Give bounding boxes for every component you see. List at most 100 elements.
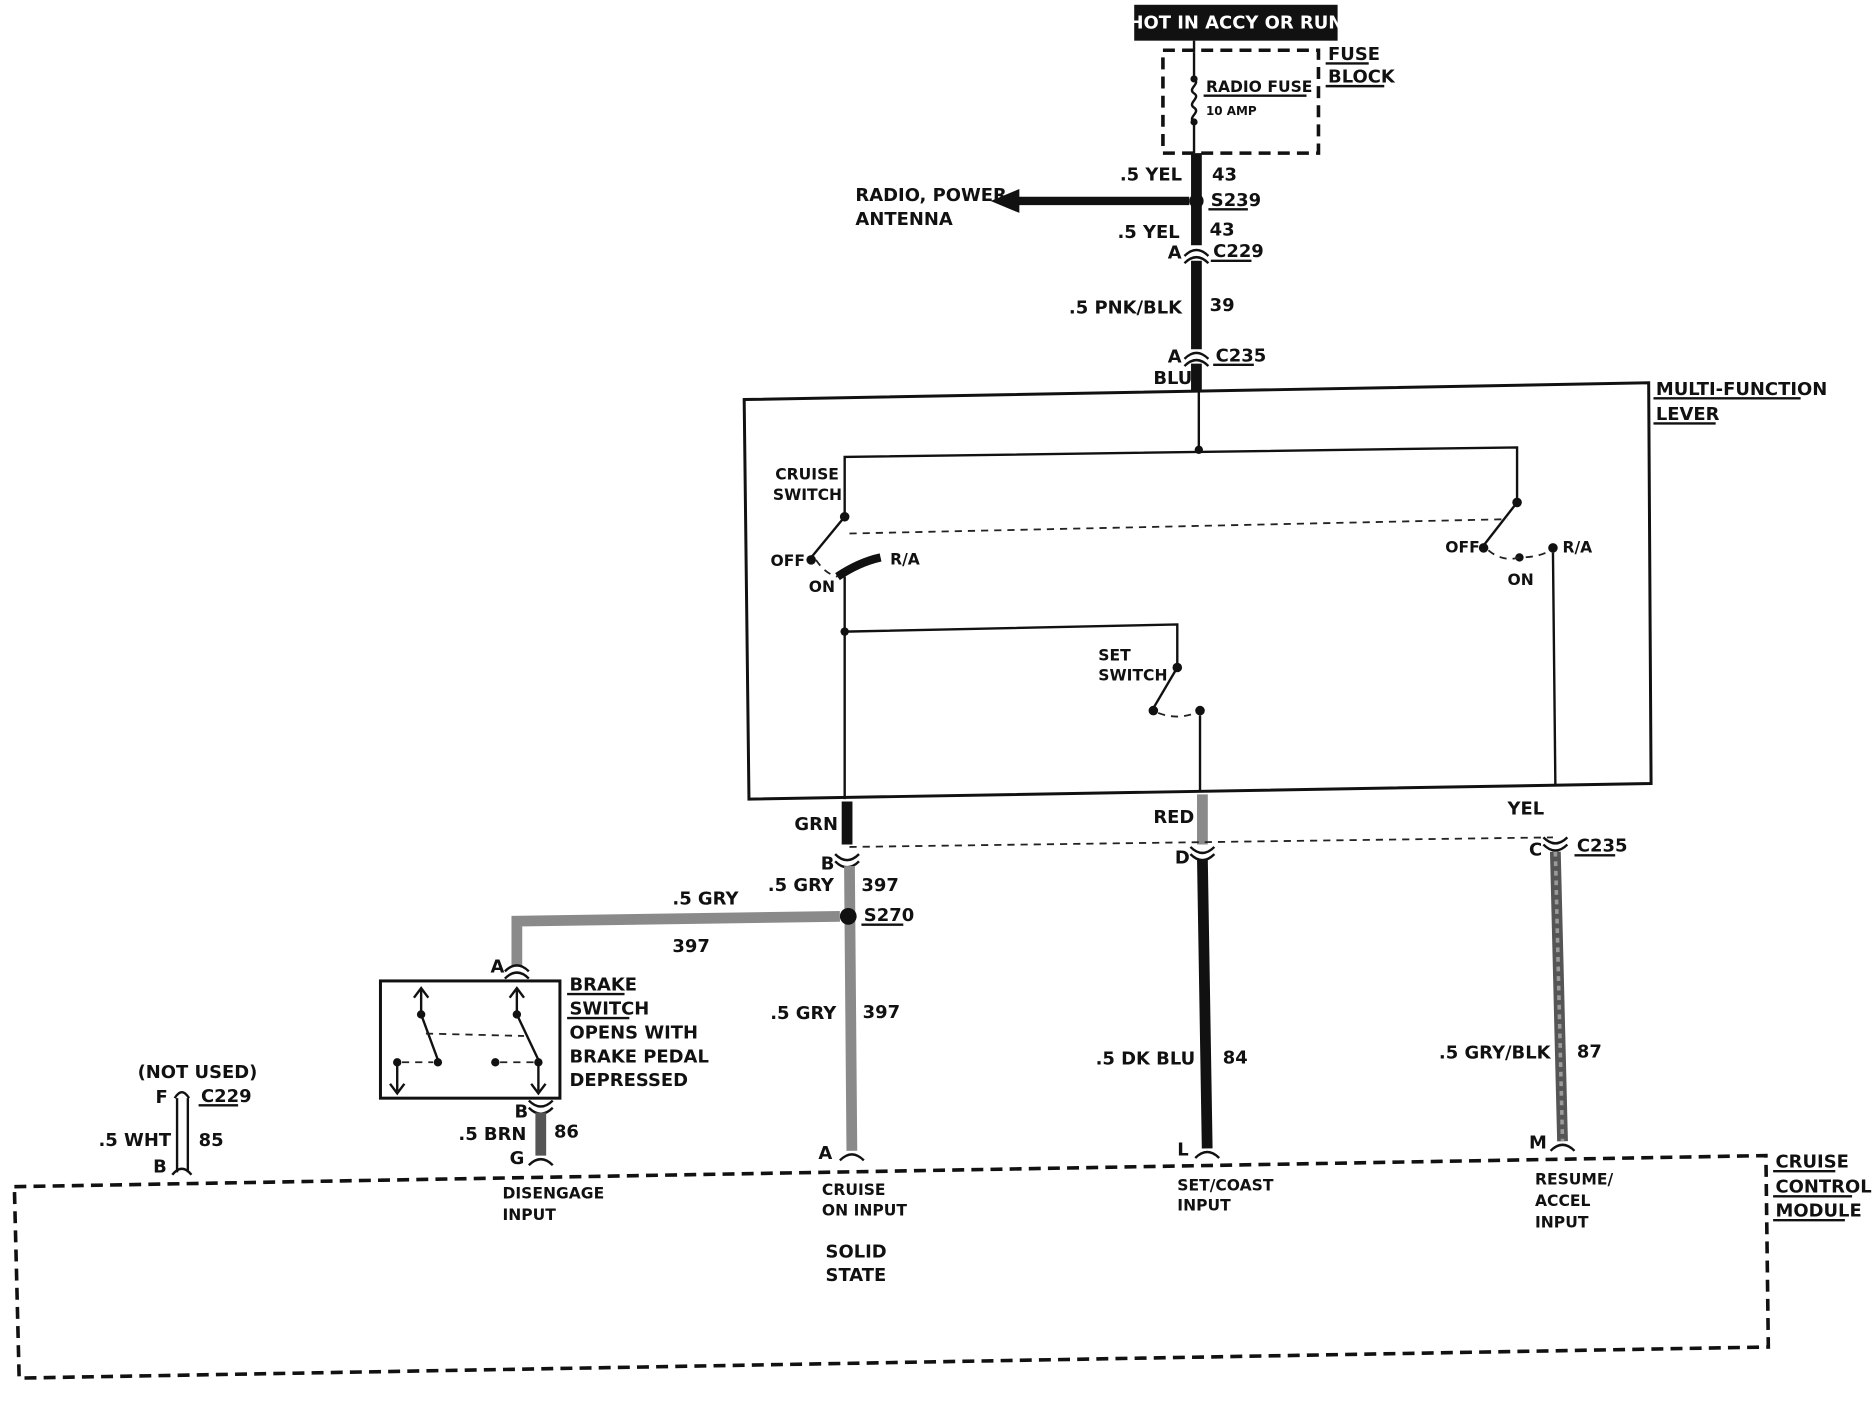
module-pin-g: G bbox=[510, 1148, 525, 1169]
connector-c229-note: (NOT USED) bbox=[138, 1062, 258, 1083]
set-switch-contact-a bbox=[1148, 705, 1159, 716]
cruise-switch-label-2: SWITCH bbox=[773, 486, 842, 504]
connector-c235-top-color: BLU bbox=[1153, 368, 1192, 389]
wire-397-branch-circuit: 397 bbox=[672, 936, 709, 957]
brake-right-blade bbox=[515, 1013, 540, 1061]
brake-switch-label-5: DEPRESSED bbox=[570, 1070, 689, 1091]
set-coast-label-2: INPUT bbox=[1177, 1197, 1231, 1215]
module-pin-g-icon bbox=[527, 1157, 554, 1167]
wire-87-tracer bbox=[1553, 851, 1565, 1142]
connector-c229-unused: (NOT USED) F C229 .5 WHT 85 B bbox=[99, 1062, 258, 1178]
fuse-terminal-top bbox=[1190, 75, 1198, 83]
disengage-label-1: DISENGAGE bbox=[503, 1185, 605, 1203]
power-label-box bbox=[1134, 4, 1338, 41]
disengage-label-2: INPUT bbox=[503, 1206, 557, 1224]
right-off-label: OFF bbox=[1445, 539, 1479, 557]
wire-84 bbox=[1197, 858, 1213, 1149]
fuse-icon bbox=[1190, 52, 1198, 154]
set-switch-detent bbox=[1157, 712, 1196, 718]
resume-label-1: RESUME/ bbox=[1535, 1170, 1614, 1188]
branch-label-1: RADIO, POWER bbox=[855, 185, 1007, 206]
brake-right-contact-2 bbox=[491, 1058, 500, 1067]
connector-d-pin: D bbox=[1175, 848, 1190, 869]
set-switch-label-1: SET bbox=[1098, 646, 1131, 664]
connector-c235-top-icon bbox=[1183, 351, 1210, 360]
brake-right-down-arrow-icon bbox=[530, 1083, 547, 1096]
set-switch-contact-b bbox=[1195, 705, 1205, 716]
module-pin-a-icon bbox=[839, 1153, 865, 1162]
cruise-switch-right-off-contact bbox=[1478, 543, 1489, 553]
wire-397-top-circuit: 397 bbox=[861, 875, 898, 896]
fuse-block-title-2: BLOCK bbox=[1328, 67, 1396, 88]
splice-s239-label: S239 bbox=[1211, 190, 1261, 211]
connector-c-color: YEL bbox=[1506, 799, 1544, 820]
brake-left-blade bbox=[420, 1014, 440, 1061]
brake-right-pivot bbox=[512, 1010, 522, 1019]
cruise-on-label-1: CRUISE bbox=[822, 1181, 886, 1199]
left-off-label: OFF bbox=[771, 552, 805, 570]
wire-86-circuit: 86 bbox=[554, 1122, 579, 1143]
brake-right-arrow-icon bbox=[508, 986, 525, 999]
connector-c229-top-icon-2 bbox=[1183, 256, 1210, 265]
wire-85-label: .5 WHT bbox=[99, 1130, 172, 1151]
module-outline bbox=[12, 1153, 1771, 1380]
wire-43a-label: .5 YEL bbox=[1120, 165, 1182, 186]
lever-title-1: MULTI-FUNCTION bbox=[1656, 379, 1827, 400]
left-ra-label: R/A bbox=[890, 551, 920, 569]
set-switch-label-2: SWITCH bbox=[1098, 667, 1167, 685]
cruise-switch-left-blade bbox=[810, 516, 846, 559]
cruise-switch-left-on-contact bbox=[835, 553, 882, 581]
fuse-block: FUSE BLOCK RADIO FUSE 10 AMP bbox=[1161, 44, 1396, 155]
lever-yel-lead bbox=[1551, 552, 1557, 785]
brake-connector-a-icon bbox=[504, 971, 530, 980]
connector-c229-pin-b: B bbox=[153, 1156, 167, 1177]
wire-43a-circuit: 43 bbox=[1212, 165, 1237, 186]
module-pin-m-icon bbox=[1549, 1143, 1576, 1152]
connector-c235-top-name: C235 bbox=[1216, 345, 1267, 366]
cruise-switch-left-off-contact bbox=[806, 555, 816, 565]
module-type-1: SOLID bbox=[826, 1241, 887, 1262]
connector-d-icon bbox=[1189, 846, 1216, 855]
splice-s239 bbox=[1189, 193, 1204, 209]
lever-outline bbox=[742, 381, 1653, 801]
connector-b-pin: B bbox=[821, 854, 835, 875]
lever-grn-node bbox=[840, 627, 849, 636]
connector-c229-bottom-name: C229 bbox=[201, 1086, 252, 1107]
module-pin-m: M bbox=[1529, 1132, 1547, 1153]
connector-c229-top-icon bbox=[1183, 248, 1210, 257]
set-coast-label-1: SET/COAST bbox=[1177, 1176, 1274, 1194]
splice-s270-label: S270 bbox=[864, 905, 914, 926]
brake-switch: A BRAKE SWITCH OPENS WITH BRAKE PEDAL DE… bbox=[378, 957, 709, 1122]
wire-85-circuit: 85 bbox=[199, 1130, 224, 1151]
resume-label-3: INPUT bbox=[1535, 1213, 1589, 1231]
brake-switch-label-4: BRAKE PEDAL bbox=[570, 1046, 709, 1067]
cruise-switch-right-ra-contact bbox=[1548, 543, 1558, 553]
right-ra-label: R/A bbox=[1563, 539, 1593, 557]
right-on-label: ON bbox=[1508, 571, 1534, 589]
brake-switch-label-1: BRAKE bbox=[570, 975, 638, 996]
fuse-terminal-bottom bbox=[1190, 118, 1198, 126]
module-pin-l: L bbox=[1177, 1140, 1188, 1161]
fuse-rating: 10 AMP bbox=[1206, 104, 1257, 118]
lever-title-2: LEVER bbox=[1656, 404, 1720, 425]
connector-c235-top-pin: A bbox=[1168, 346, 1182, 367]
brake-switch-outline bbox=[378, 979, 562, 1100]
wire-397-branch-label: .5 GRY bbox=[672, 888, 739, 909]
module-title-3: MODULE bbox=[1776, 1201, 1862, 1222]
wire-43b-label: .5 YEL bbox=[1117, 222, 1179, 243]
module-pin-l-icon bbox=[1194, 1150, 1221, 1159]
wire-84-circuit: 84 bbox=[1223, 1047, 1248, 1068]
fuse-name: RADIO FUSE bbox=[1206, 78, 1312, 96]
wire-86-label: .5 BRN bbox=[458, 1124, 526, 1145]
resume-label-2: ACCEL bbox=[1535, 1192, 1590, 1210]
cruise-switch-left-detent bbox=[815, 559, 838, 578]
wire-43b-circuit: 43 bbox=[1210, 220, 1235, 241]
connector-c235-top-icon-2 bbox=[1183, 358, 1210, 367]
module-type-2: STATE bbox=[826, 1265, 887, 1286]
connector-b-color: GRN bbox=[794, 814, 838, 835]
connector-c229-pin-f: F bbox=[156, 1087, 168, 1108]
module-pin-a: A bbox=[818, 1143, 832, 1164]
wire-87-circuit: 87 bbox=[1577, 1041, 1602, 1062]
connector-c-icon bbox=[1542, 836, 1569, 845]
connector-b-icon bbox=[834, 853, 860, 862]
